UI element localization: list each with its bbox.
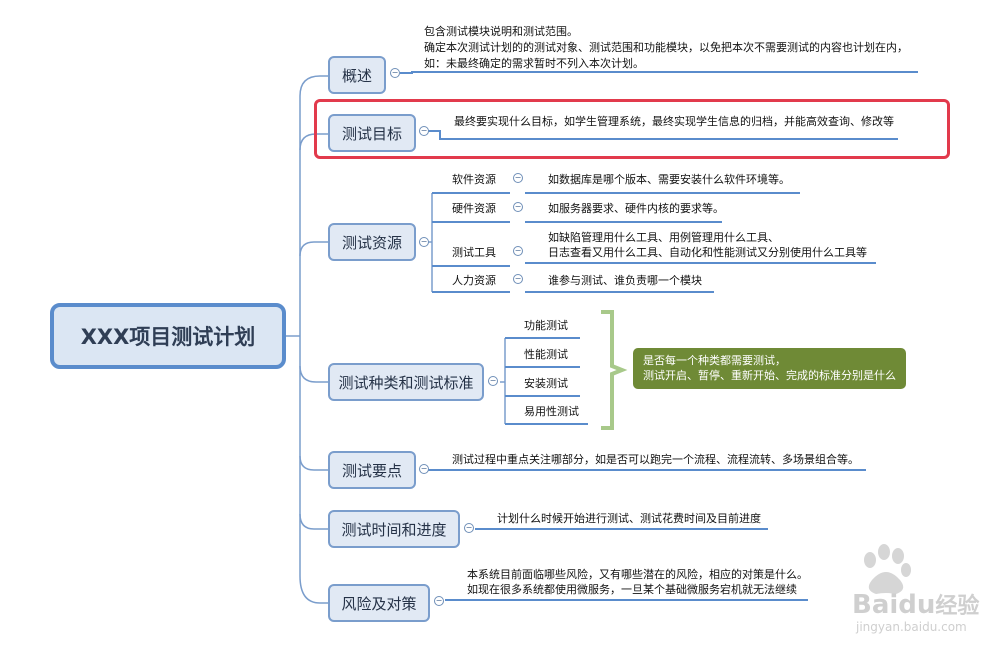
collapse-minus-icon[interactable]: −	[390, 68, 400, 78]
collapse-minus-icon[interactable]: −	[464, 523, 474, 533]
type-installation[interactable]: 安装测试	[524, 377, 568, 390]
goal-highlight-frame	[314, 99, 950, 159]
watermark-brand-cn: 经验	[935, 594, 980, 619]
collapse-minus-icon[interactable]: −	[419, 464, 429, 474]
collapse-minus-icon[interactable]: −	[419, 237, 429, 247]
types-note-line-1: 是否每一个种类都需要测试，	[643, 354, 786, 367]
resource-software-desc: 如数据库是哪个版本、需要安装什么软件环境等。	[548, 173, 790, 186]
collapse-minus-icon[interactable]: −	[434, 596, 444, 606]
branch-schedule[interactable]: 测试时间和进度	[328, 510, 460, 548]
risk-line-1: 本系统目前面临哪些风险，又有哪些潜在的风险，相应的对策是什么。	[467, 568, 808, 581]
resource-people[interactable]: 人力资源	[452, 274, 496, 287]
resource-tools-desc-2: 日志查看又用什么工具、自动化和性能测试又分别使用什么工具等	[548, 246, 867, 259]
resource-tools[interactable]: 测试工具	[452, 246, 496, 259]
resource-tools-desc-1: 如缺陷管理用什么工具、用例管理用什么工具、	[548, 231, 779, 244]
collapse-minus-icon[interactable]: −	[419, 126, 429, 136]
resource-software[interactable]: 软件资源	[452, 173, 496, 186]
resource-hardware-desc: 如服务器要求、硬件内核的要求等。	[548, 202, 724, 215]
collapse-minus-icon[interactable]: −	[513, 173, 523, 183]
goal-text: 最终要实现什么目标，如学生管理系统，最终实现学生信息的归档，并能高效查询、修改等	[454, 115, 894, 128]
overview-line-1: 包含测试模块说明和测试范围。	[424, 25, 578, 38]
types-summary-note[interactable]: 是否每一个种类都需要测试， 测试开启、暂停、重新开始、完成的标准分别是什么	[633, 348, 906, 389]
types-note-line-2: 测试开启、暂停、重新开始、完成的标准分别是什么	[643, 369, 896, 382]
watermark-brand: Baidu经验	[852, 588, 979, 620]
watermark-brand-latin-2: du	[898, 590, 936, 620]
type-performance[interactable]: 性能测试	[524, 348, 568, 361]
branch-risk[interactable]: 风险及对策	[328, 584, 430, 622]
collapse-minus-icon[interactable]: −	[513, 246, 523, 256]
root-node[interactable]: XXX项目测试计划	[50, 303, 286, 369]
risk-line-2: 如现在很多系统都使用微服务，一旦某个基础微服务宕机就无法继续	[467, 583, 797, 596]
collapse-minus-icon[interactable]: −	[513, 274, 523, 284]
overview-line-2: 确定本次测试计划的的测试对象、测试范围和功能模块，以免把本次不需要测试的内容也计…	[424, 41, 908, 54]
keypoints-text: 测试过程中重点关注哪部分，如是否可以跑完一个流程、流程流转、多场景组合等。	[452, 453, 859, 466]
watermark-url: jingyan.baidu.com	[856, 620, 967, 634]
branch-test-types[interactable]: 测试种类和测试标准	[328, 363, 484, 401]
collapse-minus-icon[interactable]: −	[513, 202, 523, 212]
schedule-text: 计划什么时候开始进行测试、测试花费时间及目前进度	[497, 512, 761, 525]
watermark-brand-latin: Bai	[852, 590, 899, 620]
collapse-minus-icon[interactable]: −	[488, 376, 498, 386]
type-functional[interactable]: 功能测试	[524, 319, 568, 332]
branch-key-points[interactable]: 测试要点	[328, 451, 416, 489]
type-usability[interactable]: 易用性测试	[524, 405, 579, 418]
branch-test-resources[interactable]: 测试资源	[328, 223, 416, 261]
overview-line-3: 如：未最终确定的需求暂时不列入本次计划。	[424, 57, 644, 70]
branch-overview[interactable]: 概述	[328, 56, 386, 94]
branch-test-goal[interactable]: 测试目标	[328, 114, 416, 152]
baidu-paw-icon	[864, 544, 911, 594]
resource-hardware[interactable]: 硬件资源	[452, 202, 496, 215]
resource-people-desc: 谁参与测试、谁负责哪一个模块	[548, 274, 702, 287]
